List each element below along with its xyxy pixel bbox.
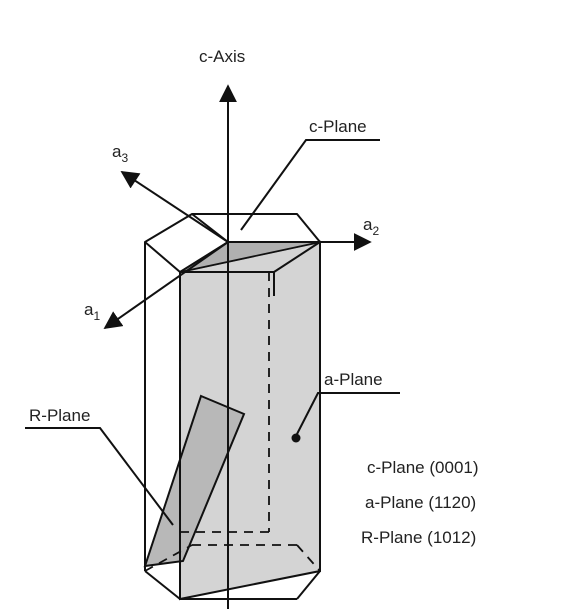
a3-axis-arrow (120, 171, 229, 243)
c-plane-label: c-Plane (309, 117, 367, 136)
a3-label: a3 (112, 142, 128, 165)
leader-lines (25, 139, 400, 526)
a-plane-dot (291, 433, 301, 443)
c-axis-label: c-Axis (199, 47, 245, 66)
legend-row-r-plane: R-Plane (1012) (361, 528, 476, 547)
r-plane-label: R-Plane (29, 406, 90, 425)
hidden-edges (144, 272, 321, 572)
a1-label: a1 (84, 300, 100, 323)
r-plane-face (143, 394, 246, 568)
plane-legend: c-Plane (0001) a-Plane (1120) R-Plane (1… (361, 458, 479, 547)
legend-row-a-plane: a-Plane (1120) (365, 493, 476, 512)
legend-row-c-plane: c-Plane (0001) (367, 458, 479, 477)
a2-label: a2 (363, 215, 379, 238)
a1-axis-arrow (103, 241, 229, 330)
a-plane-label: a-Plane (324, 370, 383, 389)
